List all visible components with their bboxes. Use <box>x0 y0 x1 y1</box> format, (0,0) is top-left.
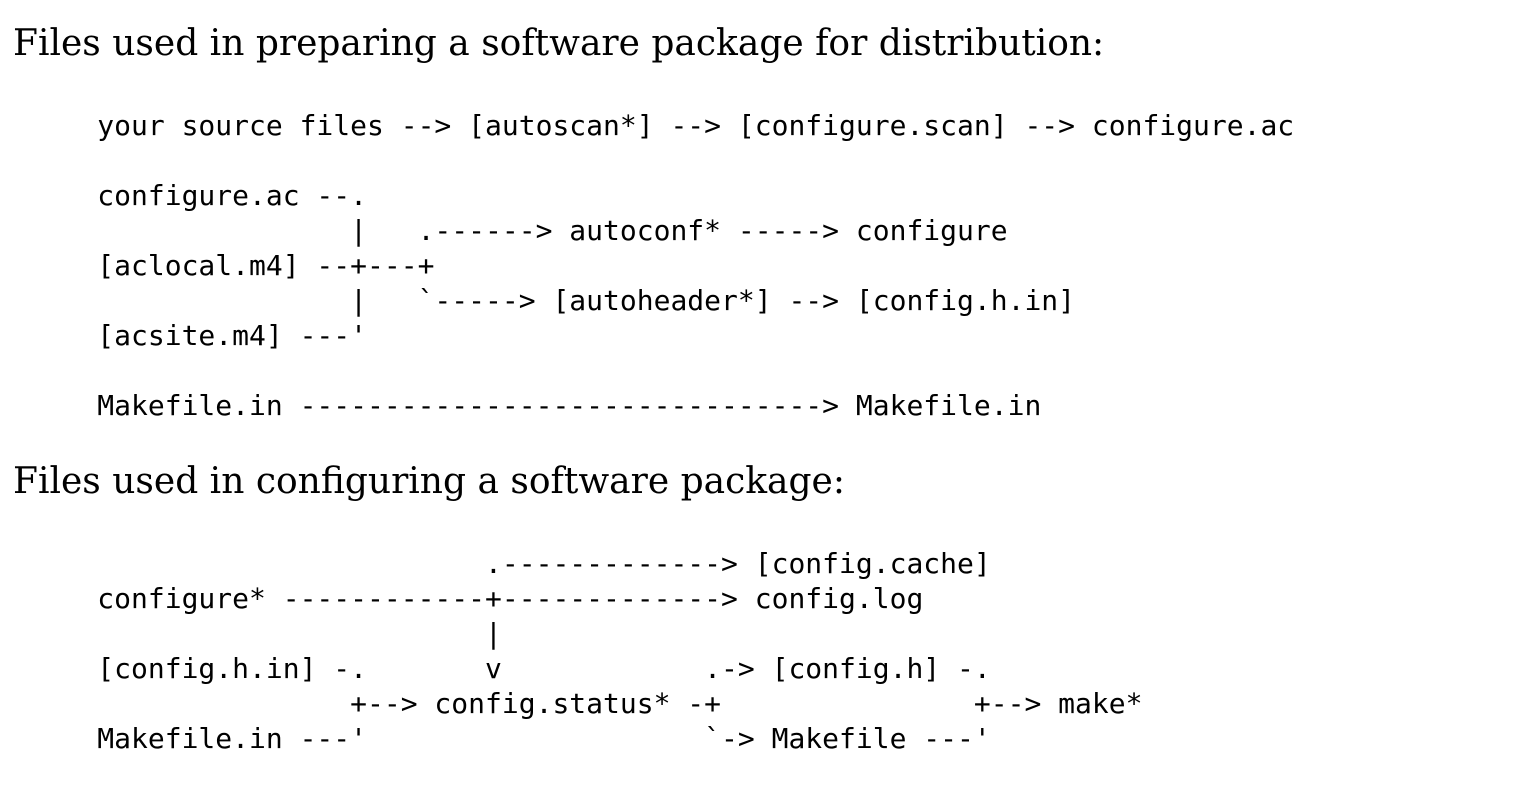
heading-preparing-distribution: Files used in preparing a software packa… <box>13 23 1105 64</box>
ascii-diagram-configure-flow: .-------------> [config.cache] configure… <box>97 547 1143 755</box>
heading-configuring-package: Files used in configuring a software pac… <box>13 461 845 502</box>
ascii-diagram-distribution-flow: your source files --> [autoscan*] --> [c… <box>97 109 1295 422</box>
manual-page: { "page": { "background_color": "#ffffff… <box>0 22 1523 807</box>
document-content: Files used in preparing a software packa… <box>0 22 1523 756</box>
